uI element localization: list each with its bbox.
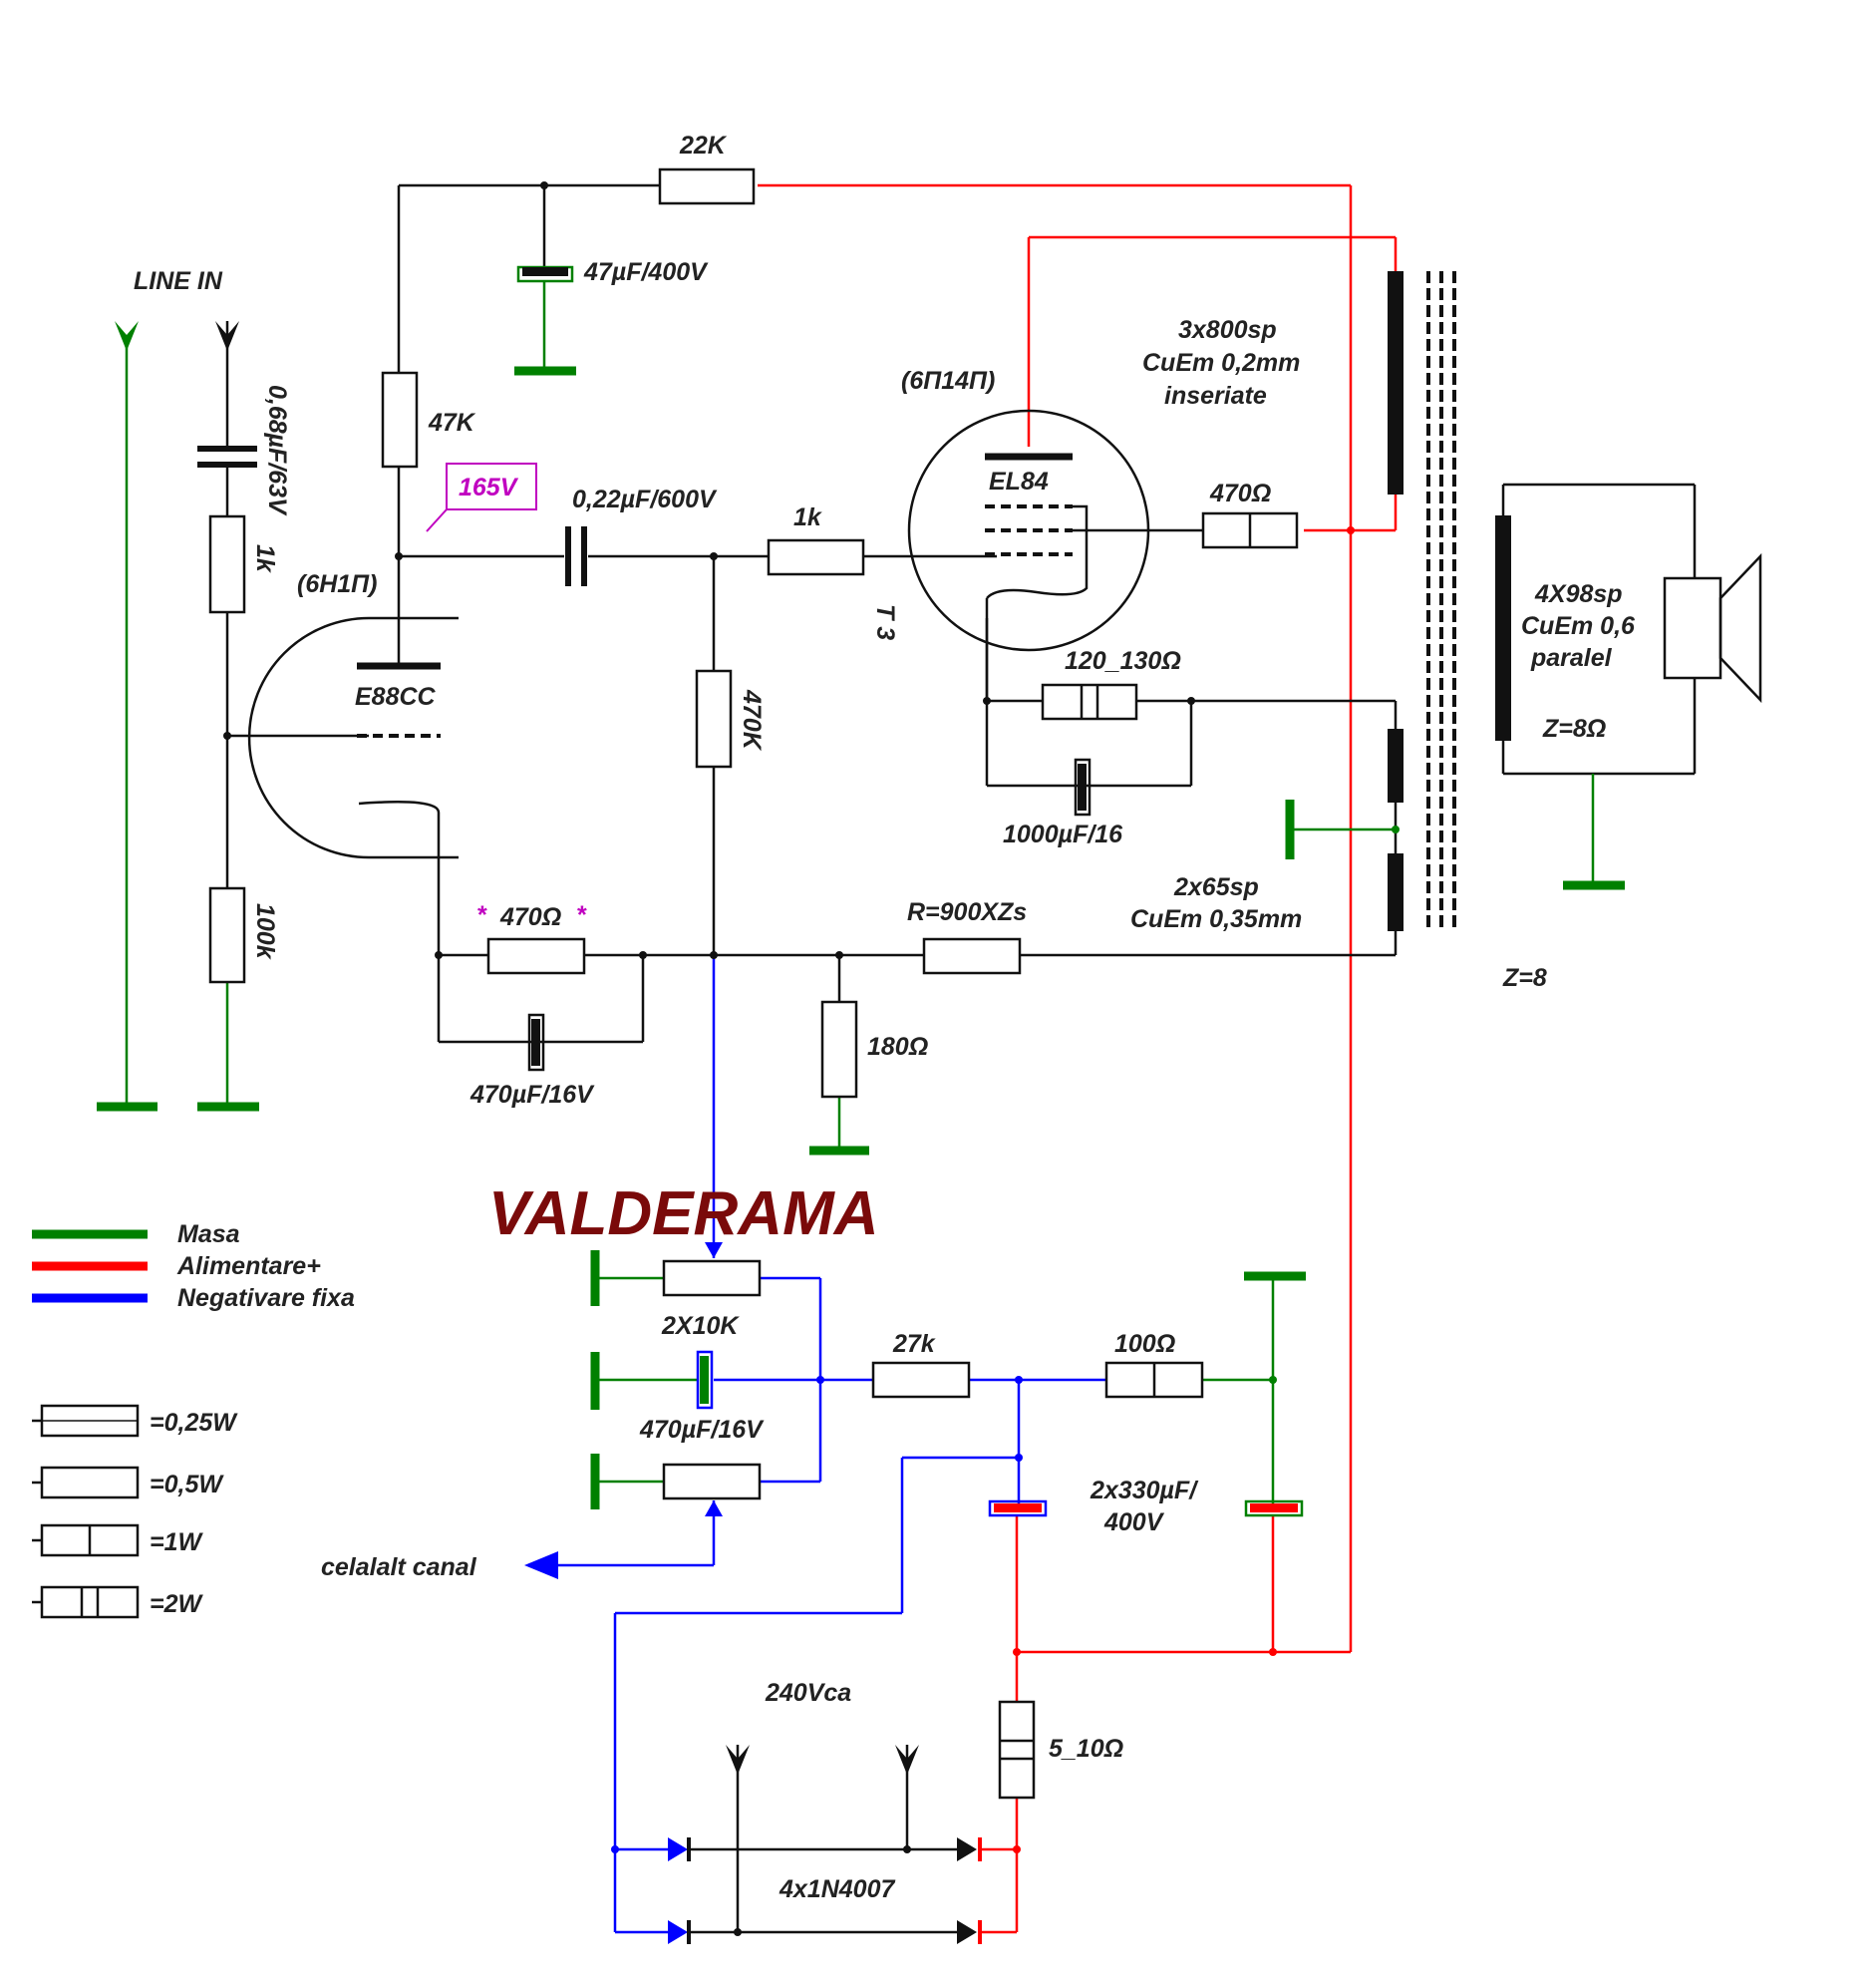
label-r-filter: 100Ω — [1114, 1330, 1175, 1358]
legend-ground: Masa — [177, 1220, 240, 1248]
ground-wires — [125, 281, 1595, 1503]
resistor-180 — [820, 1000, 858, 1099]
label-c-in: 0,68µF/63V — [263, 385, 291, 516]
label-r-fb: R=900XZs — [907, 898, 1027, 926]
resistor-100-filter — [1104, 1361, 1204, 1399]
label-other-channel: celalalt canal — [321, 1553, 477, 1581]
label-r-cath1: 470Ω — [499, 903, 561, 931]
label-secondary-3: paralel — [1530, 644, 1613, 672]
junction-dots — [223, 181, 1400, 1936]
label-tube1-name: E88CC — [355, 683, 437, 711]
tube-e88cc — [247, 616, 459, 860]
label-r-plate1: 47K — [428, 409, 476, 437]
capacitor-470uf-bias — [696, 1350, 714, 1410]
labels: VALDERAMA LINE IN 0,68µF/63V 1k 100k (6H… — [134, 132, 1636, 1903]
label-r-stop: 1k — [793, 503, 822, 531]
label-r-series: 5_10Ω — [1049, 1735, 1123, 1763]
label-c-cath1: 470µF/16V — [469, 1081, 595, 1109]
label-tube2-name: EL84 — [989, 468, 1049, 496]
label-mains: 240Vca — [765, 1679, 851, 1707]
rating-025w: =0,25W — [150, 1409, 238, 1437]
label-r-gridleak: 100k — [251, 903, 279, 960]
resistor-47k — [381, 371, 419, 469]
label-r-cath1-mark-right: * — [576, 901, 587, 929]
label-diodes: 4x1N4007 — [779, 1875, 895, 1903]
resistors — [208, 167, 1299, 1800]
label-r-g2: 470Ω — [1209, 480, 1271, 507]
resistor-27k — [871, 1361, 971, 1399]
output-transformer — [1388, 271, 1511, 931]
label-r-bias: 27k — [892, 1330, 936, 1358]
wattage-key: =0,25W =0,5W =1W =2W — [32, 1404, 238, 1619]
bias-wires — [524, 955, 1106, 1934]
pot-10k-top — [662, 1259, 762, 1297]
signal-wires — [225, 183, 1697, 1934]
capacitor-330uf-left — [988, 1499, 1048, 1517]
label-primary-1: 3x800sp — [1178, 316, 1277, 344]
label-c-cath2: 1000µF/16 — [1003, 821, 1123, 848]
speaker — [1663, 552, 1762, 704]
capacitor-input — [197, 446, 257, 468]
label-fb-winding-2: CuEm 0,35mm — [1130, 905, 1302, 933]
label-c-couple: 0,22µF/600V — [572, 486, 718, 513]
line-in-arrows — [115, 321, 239, 351]
label-tube2-ru: (6П14П) — [901, 367, 995, 395]
label-fb-impedance: Z=8 — [1502, 964, 1547, 992]
legend: Masa Alimentare+ Negativare fixa — [32, 1220, 355, 1312]
resistor-feedback — [922, 937, 1022, 975]
label-filter-caps-2: 400V — [1103, 1508, 1165, 1536]
label-bias-pots: 2X10K — [661, 1312, 740, 1340]
resistor-1k-stopper — [767, 538, 865, 576]
capacitor-47uf — [516, 265, 574, 283]
legend-supply: Alimentare+ — [176, 1252, 321, 1280]
label-bias-cap: 470µF/16V — [639, 1416, 765, 1444]
label-r-grid2: 470K — [738, 689, 766, 752]
label-secondary-1: 4X98sp — [1534, 580, 1623, 608]
resistor-1k-grid — [208, 514, 246, 614]
label-r-fb-shunt: 180Ω — [867, 1033, 928, 1061]
label-tube2-ref: T 3 — [871, 604, 899, 640]
rating-2w: =2W — [150, 1590, 204, 1618]
label-primary-3: inseriate — [1164, 382, 1267, 410]
capacitor-330uf-right — [1244, 1499, 1304, 1517]
label-filter-caps-1: 2x330µF/ — [1090, 1477, 1199, 1504]
resistor-470-cathode — [486, 937, 586, 975]
pot-10k-bottom — [662, 1463, 762, 1500]
rating-1w: =1W — [150, 1528, 204, 1556]
legend-bias: Negativare fixa — [177, 1284, 355, 1312]
label-r-cath1-mark-left: * — [476, 901, 487, 929]
label-r-grid: 1k — [251, 544, 279, 573]
capacitor-1000uf — [1074, 758, 1092, 817]
rating-05w: =0,5W — [150, 1471, 224, 1498]
line-in-label: LINE IN — [134, 267, 223, 295]
label-r-cath2: 120_130Ω — [1065, 647, 1181, 675]
resistor-120-130 — [1041, 683, 1138, 721]
resistor-100k — [208, 886, 246, 984]
resistor-470-g2 — [1201, 511, 1299, 549]
tube-el84 — [907, 409, 1203, 701]
voltage-callout — [426, 463, 537, 532]
label-r-dec: 22K — [679, 132, 728, 160]
ground-symbols — [97, 366, 1625, 1509]
rectifier-diodes — [668, 1745, 982, 1944]
schematic-title: VALDERAMA — [488, 1179, 879, 1248]
resistor-5-10 — [998, 1700, 1036, 1800]
resistor-22k — [658, 167, 756, 205]
capacitors — [197, 265, 1304, 1517]
label-primary-2: CuEm 0,2mm — [1142, 349, 1300, 377]
label-fb-winding-1: 2x65sp — [1173, 873, 1259, 901]
label-sec-impedance: Z=8Ω — [1542, 715, 1606, 743]
label-v-plate1: 165V — [459, 474, 519, 501]
capacitor-coupling — [565, 526, 587, 586]
supply-positive-wires — [758, 183, 1398, 1934]
label-tube1-ru: (6H1П) — [297, 570, 378, 598]
capacitor-470uf-cathode — [527, 1013, 545, 1072]
label-c-dec: 47µF/400V — [583, 258, 709, 286]
resistor-470k — [695, 669, 733, 769]
label-secondary-2: CuEm 0,6 — [1521, 612, 1636, 640]
